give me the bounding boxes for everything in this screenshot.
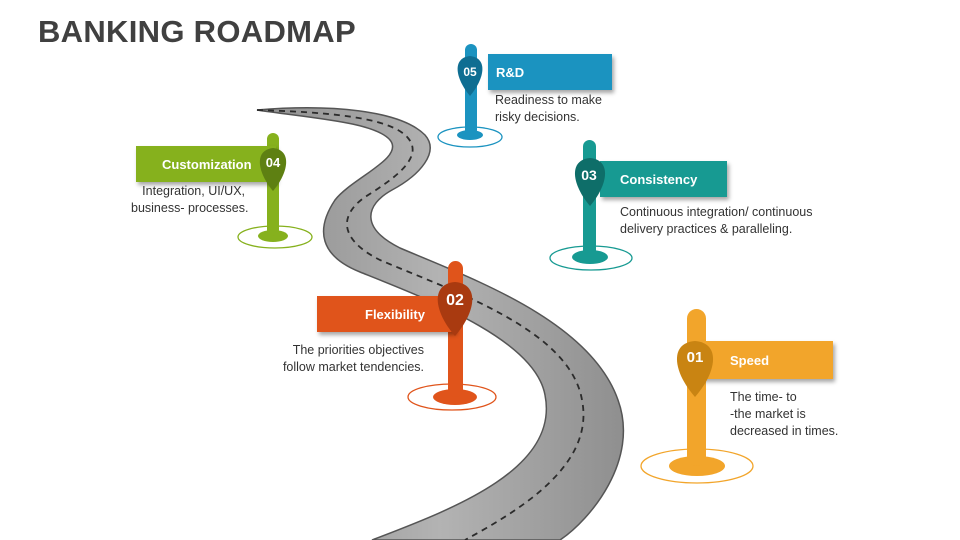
rd-label: R&D: [496, 64, 525, 80]
consistency-description: Continuous integration/ continuous deliv…: [620, 204, 813, 238]
rd-description: Readiness to make risky decisions.: [495, 92, 602, 126]
flexibility-sign: Flexibility: [317, 296, 455, 332]
speed-sign: Speed: [699, 341, 833, 379]
flexibility-label: Flexibility: [365, 306, 425, 322]
rd-number: 05: [463, 65, 477, 79]
location-pin-icon: [437, 282, 473, 336]
location-pin-icon: [457, 56, 483, 96]
rd-desc-line: risky decisions.: [495, 110, 580, 124]
speed-desc-line: The time- to: [730, 390, 797, 404]
rd-sign: R&D: [488, 54, 612, 90]
customization-number: 04: [265, 155, 281, 170]
customization-label: Customization: [162, 156, 252, 172]
flexibility-description: The priorities objectives follow market …: [274, 342, 424, 376]
flexibility-number: 02: [446, 292, 464, 309]
speed-number: 01: [686, 349, 704, 366]
location-pin-icon: [259, 148, 287, 191]
speed-desc-line: decreased in times.: [730, 424, 839, 438]
consistency-desc-line: delivery practices & paralleling.: [620, 222, 793, 236]
customization-desc-line: Integration, UI/UX,: [142, 184, 245, 198]
speed-desc-line: -the market is: [730, 407, 806, 421]
consistency-desc-line: Continuous integration/ continuous: [620, 205, 813, 219]
location-pin-icon: [676, 341, 714, 397]
consistency-label: Consistency: [620, 171, 698, 187]
customization-desc-line: business- processes.: [131, 201, 249, 215]
consistency-number: 03: [581, 167, 597, 183]
customization-sign: Customization: [136, 146, 276, 182]
flexibility-desc-line: The priorities objectives: [292, 343, 424, 357]
consistency-sign: Consistency: [600, 161, 727, 197]
location-pin-icon: [574, 158, 606, 206]
flexibility-desc-line: follow market tendencies.: [282, 360, 424, 374]
page-title: BANKING ROADMAP: [38, 14, 356, 49]
customization-description: Integration, UI/UX, business- processes.: [131, 183, 249, 217]
speed-description: The time- to -the market is decreased in…: [730, 389, 838, 440]
speed-label: Speed: [730, 352, 770, 368]
rd-desc-line: Readiness to make: [495, 93, 603, 107]
